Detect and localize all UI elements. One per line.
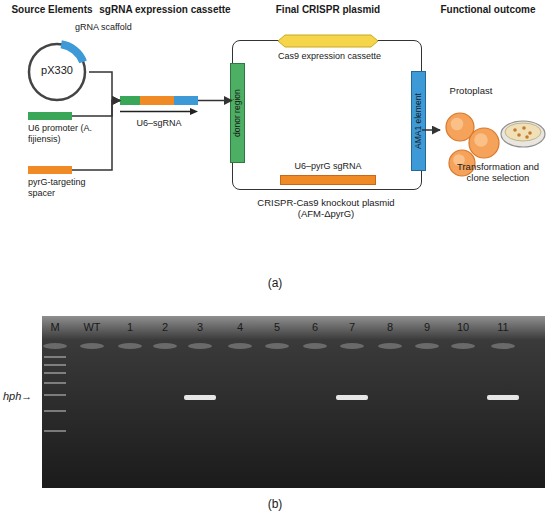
cassette-bar: U6–sgRNA	[120, 96, 198, 105]
ladder-band	[44, 356, 66, 358]
gel-well	[451, 343, 475, 349]
panel-label: (b)	[268, 497, 283, 511]
cassette-segment	[120, 96, 140, 105]
cell-highlight	[474, 133, 488, 147]
promoter-bar: U6 promoter (A. fijiensis)	[28, 112, 72, 120]
lane-label: 3	[197, 321, 203, 334]
gel-well	[265, 343, 289, 349]
gel-well	[43, 343, 67, 349]
lane-label: 5	[274, 321, 280, 334]
dna-band	[336, 395, 368, 400]
lane-label: 1	[127, 321, 133, 334]
node-text: AMA1 element	[412, 72, 425, 170]
column-heading: sgRNA expression cassette	[99, 4, 230, 16]
gel-image	[42, 316, 545, 488]
connector-arrow	[89, 72, 120, 101]
node-text: pyrG-targeting spacer	[28, 177, 102, 199]
panel-label: (a)	[268, 276, 283, 290]
gel-well	[80, 343, 104, 349]
column-heading: Final CRISPR plasmid	[276, 4, 380, 16]
lane-label: 9	[424, 321, 430, 334]
gel-well	[303, 343, 327, 349]
ladder-band	[44, 394, 66, 396]
donor-region-box: donor region	[230, 63, 245, 163]
marker-ladder	[44, 356, 66, 432]
lane-label: 6	[312, 321, 318, 334]
ladder-band	[44, 364, 66, 366]
dish-agar	[505, 123, 541, 141]
lane-label: 8	[387, 321, 393, 334]
lane-label: 2	[162, 321, 168, 334]
dna-band	[184, 395, 216, 400]
gel-bands	[184, 395, 519, 400]
cell-highlight	[451, 118, 464, 131]
colony-dot	[525, 135, 529, 139]
node-text: U6 promoter (A. fijiensis)	[28, 123, 102, 145]
gel-well	[188, 343, 212, 349]
ladder-band	[44, 430, 66, 432]
connector-arrow	[422, 129, 440, 131]
column-heading: Functional outcome	[441, 4, 536, 16]
lane-label: WT	[83, 321, 100, 334]
cas9-bar	[278, 35, 378, 47]
colony-dot	[513, 128, 517, 132]
band-marker: hph→	[3, 390, 32, 403]
ladder-band	[44, 372, 66, 374]
gel-well	[491, 343, 515, 349]
lane-label: M	[50, 321, 59, 334]
gel-well	[378, 343, 402, 349]
arrow-shaft	[120, 111, 192, 113]
node-text: Transformation and clone selection	[448, 161, 548, 184]
colony-dot	[528, 131, 532, 135]
node-text: donor region	[231, 64, 244, 162]
ama1-element-box: AMA1 element	[411, 71, 426, 171]
sgrna-cassette: U6–pyrG sgRNA	[278, 161, 378, 189]
dish-drawing	[500, 115, 546, 149]
gel-well	[415, 343, 439, 349]
node-text: CRISPR-Cas9 knockout plasmid (AFM-ΔpyrG)	[251, 197, 401, 220]
ladder-band	[44, 382, 66, 384]
column-heading: Source Elements	[11, 4, 92, 16]
dna-band	[487, 395, 519, 400]
gel-well	[228, 343, 252, 349]
gel-well	[153, 343, 177, 349]
connector-arrow	[198, 100, 232, 102]
lane-label: 10	[457, 321, 469, 334]
cas9-cassette: Cas9 expression cassette	[278, 34, 378, 68]
node-text: U6–pyrG sgRNA	[278, 161, 378, 172]
protoplast-cell	[469, 128, 499, 158]
spacer-bar: pyrG-targeting spacer	[28, 166, 72, 174]
lane-label: 11	[497, 321, 508, 334]
arrow-tip	[190, 108, 198, 115]
connector-arrow	[72, 101, 120, 171]
petri-dish: Transformation and clone selection	[500, 115, 546, 149]
ladder-band	[44, 410, 66, 412]
lane-label: 7	[349, 321, 355, 334]
plasmid-circle: pX330gRNA scaffold	[25, 40, 89, 104]
cassette-segment	[174, 96, 198, 105]
node-text: Protoplast	[440, 85, 502, 96]
colony-dot	[522, 126, 526, 130]
colony-dot	[517, 133, 521, 137]
cassette-segment	[140, 96, 174, 105]
gel-well	[118, 343, 142, 349]
gel-wells	[43, 343, 515, 349]
connector-arrow	[72, 101, 120, 117]
plasmid-map: CRISPR-Cas9 knockout plasmid (AFM-ΔpyrG)…	[232, 40, 422, 190]
lane-label: 4	[237, 321, 243, 334]
scaffold-arc	[61, 40, 87, 63]
node-text: gRNA scaffold	[75, 22, 132, 33]
node-text: Cas9 expression cassette	[278, 51, 378, 62]
node-text: pX330	[25, 64, 89, 77]
sgrna-bar	[280, 175, 376, 185]
direction-arrow	[120, 107, 200, 116]
dish-rim	[501, 121, 545, 147]
gel-well	[340, 343, 364, 349]
gene-arrow	[278, 34, 378, 48]
node-text: U6–sgRNA	[120, 118, 198, 129]
